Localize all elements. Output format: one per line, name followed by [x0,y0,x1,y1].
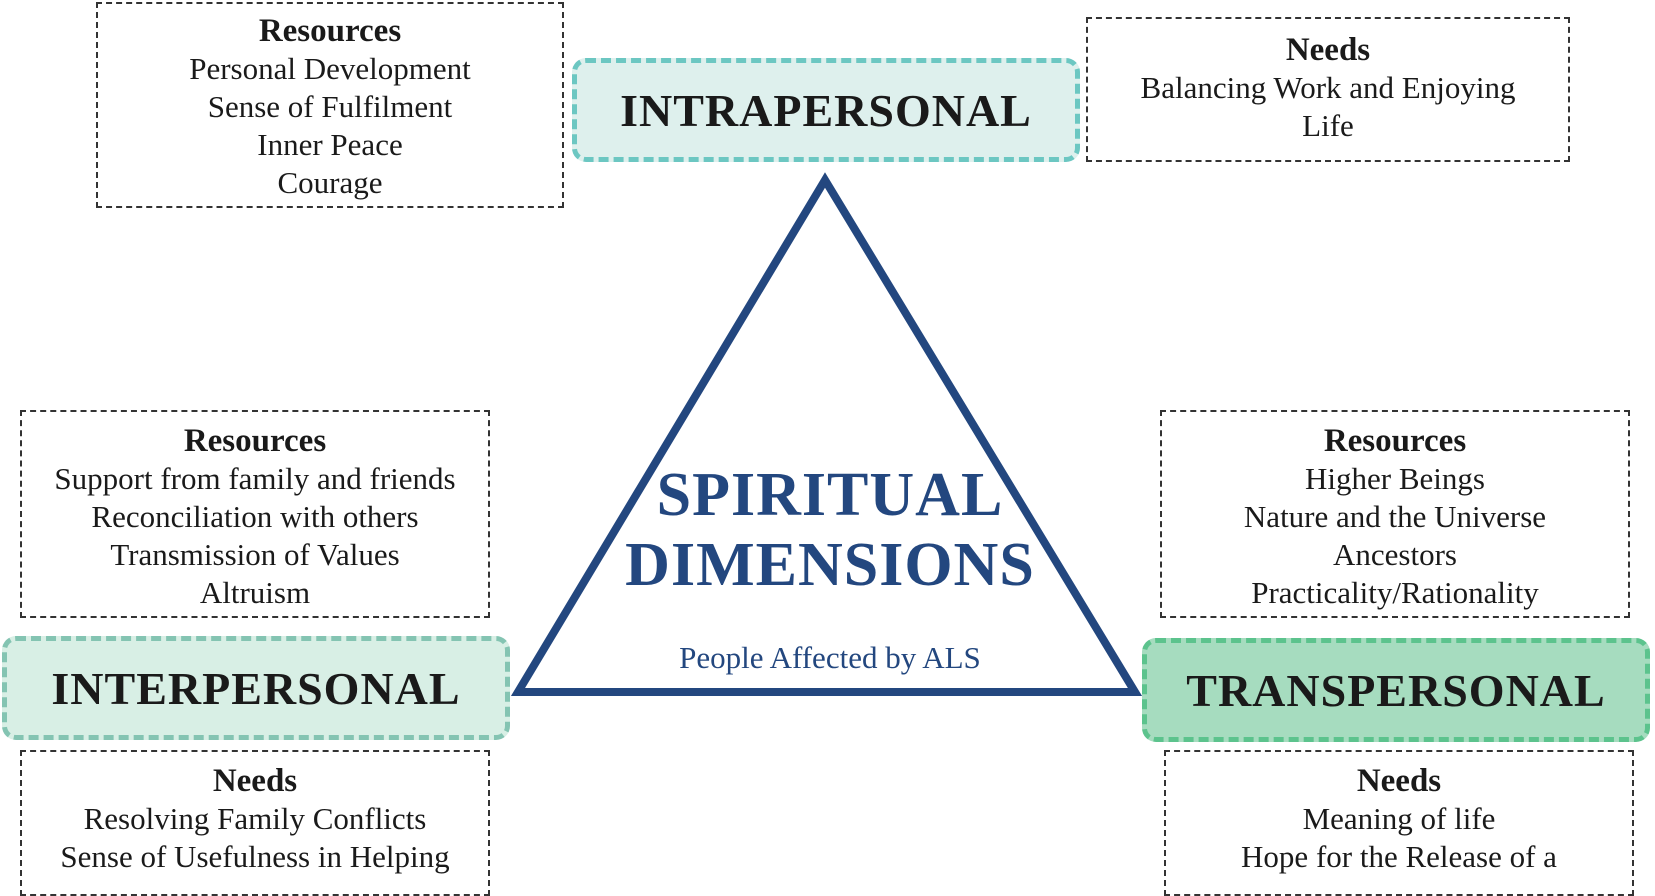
interpersonal-resources-box: Resources Support from family and friend… [20,410,490,618]
intrapersonal-needs-box: Needs Balancing Work and Enjoying Life [1086,17,1570,162]
interpersonal-resource-item: Support from family and friends [54,461,456,496]
interpersonal-resource-item: Reconciliation with others [91,499,419,534]
interpersonal-label: INTERPERSONAL [2,636,510,740]
intrapersonal-resource-item: Sense of Fulfilment [207,89,453,124]
center-title-line1: SPIRITUAL [656,461,1004,529]
transpersonal-resource-item: Ancestors [1333,537,1457,572]
center-subtitle: People Affected by ALS [679,640,981,675]
interpersonal-resource-item: Transmission of Values [110,537,400,572]
transpersonal-resource-item: Nature and the Universe [1243,499,1547,534]
interpersonal-need-item: Sense of Usefulness in Helping [60,839,450,874]
transpersonal-resources-box: Resources Higher Beings Nature and the U… [1160,410,1630,618]
intrapersonal-resource-item: Inner Peace [257,127,403,162]
intrapersonal-resources-box: Resources Personal Development Sense of … [96,2,564,208]
interpersonal-needs-heading: Needs [212,763,298,799]
interpersonal-need-item: Resolving Family Conflicts [83,801,427,836]
transpersonal-need-item: Hope for the Release of a [1241,839,1557,874]
center-title-line2: DIMENSIONS [625,531,1035,599]
intrapersonal-needs-heading: Needs [1285,32,1371,68]
intrapersonal-need-item: Balancing Work and Enjoying [1140,70,1516,105]
intrapersonal-resources-heading: Resources [258,13,402,49]
interpersonal-resource-item: Altruism [199,575,311,610]
transpersonal-resource-item: Practicality/Rationality [1251,575,1539,610]
transpersonal-label: TRANSPERSONAL [1142,638,1650,742]
transpersonal-need-item: Meaning of life [1302,801,1496,836]
interpersonal-resources-heading: Resources [183,423,327,459]
intrapersonal-need-item: Life [1302,108,1354,143]
transpersonal-needs-heading: Needs [1356,763,1442,799]
intrapersonal-resource-item: Courage [277,165,383,200]
transpersonal-resource-item: Higher Beings [1305,461,1485,496]
transpersonal-resources-heading: Resources [1323,423,1467,459]
interpersonal-needs-box: Needs Resolving Family Conflicts Sense o… [20,750,490,896]
transpersonal-needs-box: Needs Meaning of life Hope for the Relea… [1164,750,1634,896]
triangle-outline [510,172,1143,696]
intrapersonal-resource-item: Personal Development [189,51,471,86]
intrapersonal-label: INTRAPERSONAL [572,58,1080,162]
